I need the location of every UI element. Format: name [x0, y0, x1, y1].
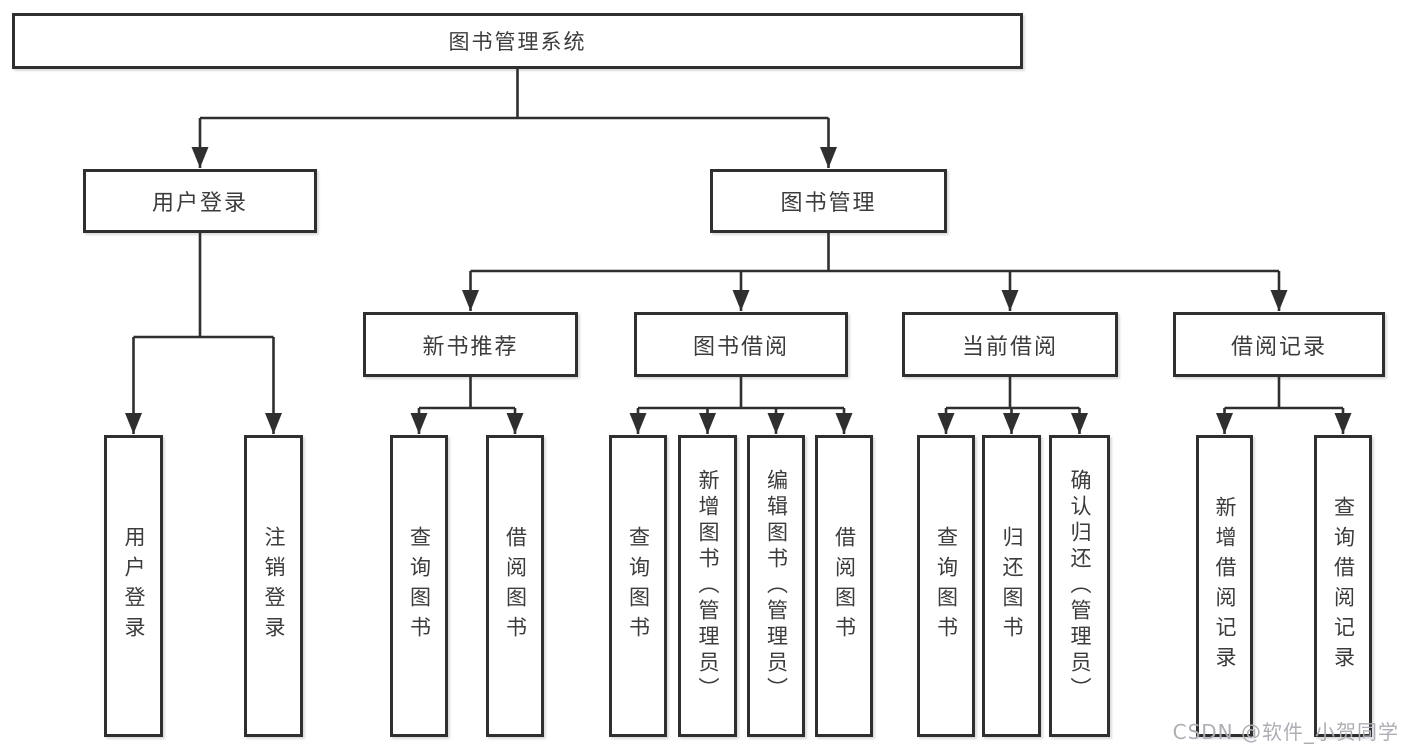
node-label: 编辑图书（管理员）: [764, 469, 789, 703]
node-label: 查询图书: [626, 526, 651, 646]
node-borrowing-records: 借阅记录: [1173, 312, 1385, 377]
node-label: 用户登录: [151, 191, 248, 216]
node-label: 图书管理: [780, 191, 877, 216]
node-label: 新增图书（管理员）: [696, 469, 720, 703]
node-book-borrowing: 图书借阅: [634, 312, 848, 377]
node-label: 注销登录: [262, 526, 286, 646]
leaf-edit-books-admin: 编辑图书（管理员）: [747, 435, 805, 737]
leaf-borrow-books: 借阅图书: [815, 435, 873, 737]
node-label: 新增借阅记录: [1213, 496, 1237, 676]
node-label: 当前借阅: [961, 334, 1058, 360]
node-label: 借阅图书: [503, 526, 528, 646]
node-current-borrowing: 当前借阅: [902, 312, 1118, 377]
leaf-user-login: 用户登录: [104, 435, 163, 737]
leaf-query-books-borrow: 查询图书: [609, 435, 667, 737]
node-label: 借阅图书: [832, 526, 857, 646]
node-library-management-system: 图书管理系统: [12, 13, 1023, 69]
leaf-query-books-current: 查询图书: [917, 435, 975, 737]
leaf-query-books-recommend: 查询图书: [390, 435, 448, 737]
node-label: 借阅记录: [1230, 334, 1327, 360]
node-book-management: 图书管理: [710, 169, 947, 233]
node-user-login: 用户登录: [83, 169, 317, 233]
node-label: 用户登录: [122, 526, 146, 646]
leaf-query-borrow-record: 查询借阅记录: [1314, 435, 1372, 737]
leaf-confirm-return-admin: 确认归还（管理员）: [1049, 435, 1110, 737]
node-label: 查询图书: [407, 526, 432, 646]
node-label: 归还图书: [1000, 526, 1024, 646]
node-label: 确认归还（管理员）: [1068, 469, 1092, 703]
leaf-add-books-admin: 新增图书（管理员）: [678, 435, 737, 737]
node-label: 图书管理系统: [448, 30, 587, 54]
node-label: 新书推荐: [422, 334, 519, 360]
leaf-return-books: 归还图书: [982, 435, 1041, 737]
node-label: 查询借阅记录: [1331, 496, 1356, 676]
csdn-watermark: CSDN @软件_小贺同学: [1172, 720, 1399, 744]
node-new-book-recommend: 新书推荐: [363, 312, 578, 377]
node-label: 图书借阅: [692, 334, 789, 360]
leaf-logout-login: 注销登录: [244, 435, 303, 737]
leaf-add-borrow-record: 新增借阅记录: [1196, 435, 1253, 737]
node-label: 查询图书: [934, 526, 959, 646]
leaf-borrow-books-recommend: 借阅图书: [486, 435, 544, 737]
